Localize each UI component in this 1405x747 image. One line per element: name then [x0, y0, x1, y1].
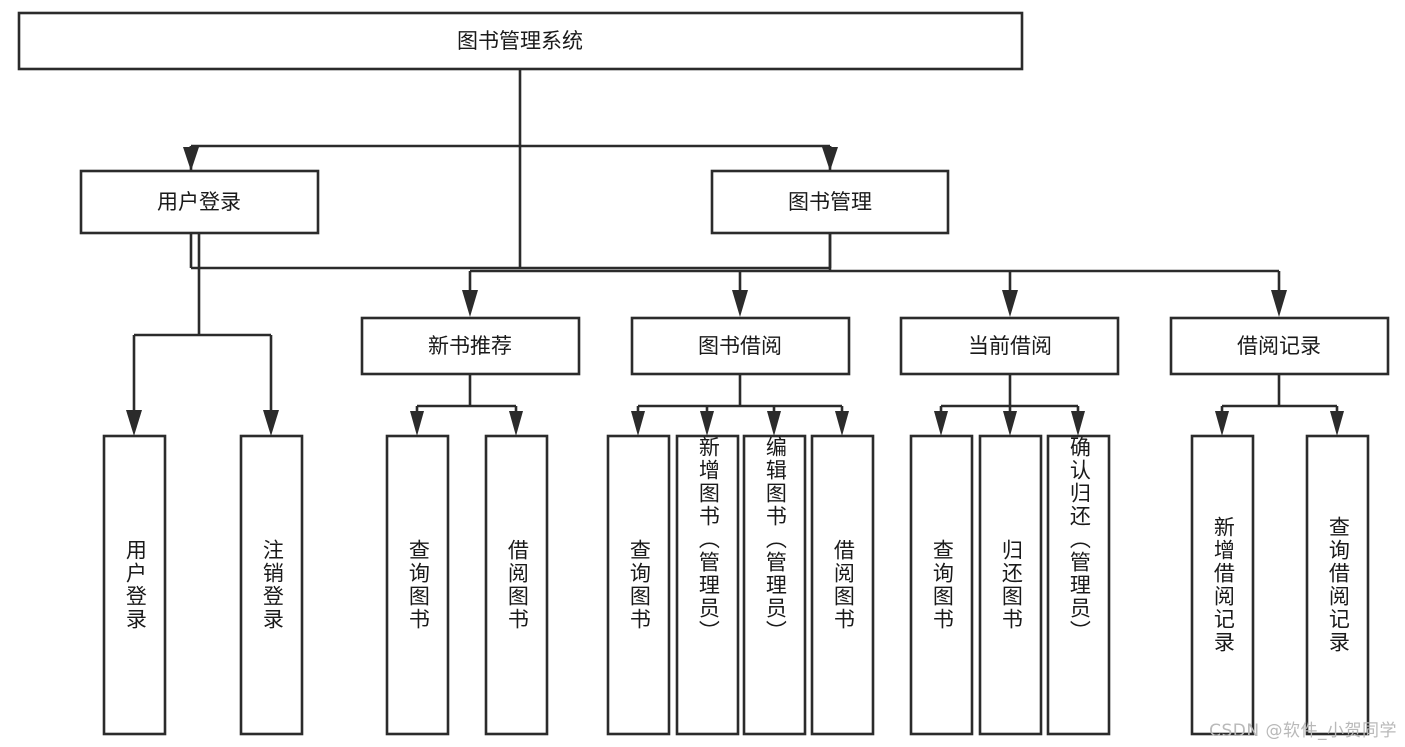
leaf-box-book-borrow-1[interactable]: [675, 434, 740, 736]
arrow-current-leaf-1: [1003, 411, 1017, 436]
leaf-box-book-borrow-2[interactable]: [742, 434, 807, 736]
arrow-level3-3: [1271, 290, 1287, 317]
node-root-label: 图书管理系统: [457, 29, 583, 53]
leaf-box-borrow-record-1[interactable]: [1305, 434, 1370, 736]
arrow-borrow-leaf-0: [631, 411, 645, 436]
arrow-userlogin-leaf-0: [126, 410, 142, 436]
arrow-borrow-leaf-2: [767, 411, 781, 436]
node-root[interactable]: [17, 11, 1024, 71]
node-user-login[interactable]: [79, 169, 320, 235]
node-current-borrow[interactable]: [899, 316, 1120, 376]
node-new-book-recommend[interactable]: [360, 316, 581, 376]
arrow-borrow-leaf-1: [700, 411, 714, 436]
arrow-record-leaf-1: [1330, 411, 1344, 436]
leaf-box-new-book-1[interactable]: [484, 434, 549, 736]
node-new-book-recommend-label: 新书推荐: [428, 334, 512, 358]
leaf-box-user-login-1[interactable]: [239, 434, 304, 736]
node-borrow-record[interactable]: [1169, 316, 1390, 376]
arrow-newbook-leaf-1: [509, 411, 523, 436]
leaf-box-current-borrow-2[interactable]: [1046, 434, 1111, 736]
node-user-login-label: 用户登录: [157, 190, 241, 214]
leaf-box-book-borrow-0[interactable]: [606, 434, 671, 736]
node-borrow-record-label: 借阅记录: [1237, 334, 1321, 358]
leaf-box-book-borrow-3[interactable]: [810, 434, 875, 736]
node-book-manage-label: 图书管理: [788, 190, 872, 214]
arrow-level3-2: [1002, 290, 1018, 317]
leaf-box-borrow-record-0[interactable]: [1190, 434, 1255, 736]
arrow-userlogin-leaf-1: [263, 410, 279, 436]
leaf-box-user-login-0[interactable]: [102, 434, 167, 736]
node-book-borrow[interactable]: [630, 316, 851, 376]
leaf-box-current-borrow-0[interactable]: [909, 434, 974, 736]
node-current-borrow-label: 当前借阅: [968, 334, 1052, 358]
arrow-level3-0: [462, 290, 478, 317]
arrow-borrow-leaf-3: [835, 411, 849, 436]
arrow-record-leaf-0: [1215, 411, 1229, 436]
arrow-current-leaf-0: [934, 411, 948, 436]
leaf-box-new-book-0[interactable]: [385, 434, 450, 736]
arrow-newbook-leaf-0: [410, 411, 424, 436]
arrow-current-leaf-2: [1071, 411, 1085, 436]
leaf-box-current-borrow-1[interactable]: [978, 434, 1043, 736]
arrow-book-manage: [822, 147, 838, 171]
arrow-level3-1: [732, 290, 748, 317]
node-book-manage[interactable]: [710, 169, 950, 235]
watermark-text: CSDN @软件_小贺同学: [1209, 721, 1397, 741]
arrow-user-login: [183, 147, 199, 171]
edges-layer: [126, 69, 1344, 436]
node-book-borrow-label: 图书借阅: [698, 334, 782, 358]
nodes-layer: 图书管理系统 用户登录 图书管理 新书推荐 图书借阅 当前借阅 借阅记录: [17, 11, 1390, 736]
